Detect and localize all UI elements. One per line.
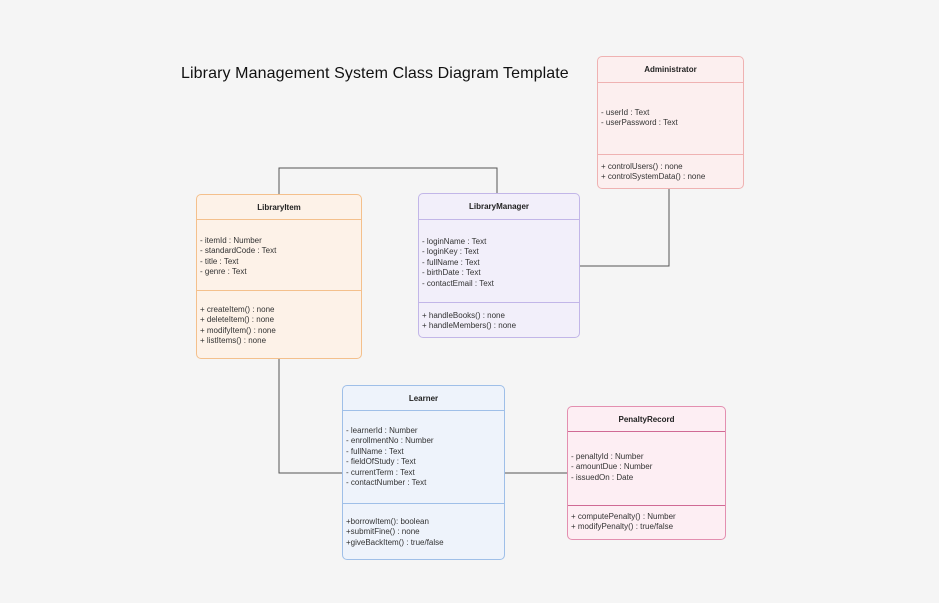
attribute: - penaltyId : Number <box>571 452 644 461</box>
method-list: + controlUsers() : none + controlSystemD… <box>598 155 743 183</box>
method: + deleteItem() : none <box>200 315 275 325</box>
divider <box>419 302 579 303</box>
class-name: Administrator <box>644 65 697 74</box>
class-name: PenaltyRecord <box>618 414 675 424</box>
method-list: + computePenalty() : Number + modifyPena… <box>568 506 725 533</box>
attribute: - fullName : Text <box>422 257 480 267</box>
attribute-list: - loginName : Text - loginKey : Text - f… <box>419 220 579 302</box>
divider <box>568 431 725 432</box>
attribute: - title : Text <box>200 256 239 266</box>
class-name: LibraryItem <box>257 202 301 212</box>
method: + createItem() : none <box>200 305 275 314</box>
divider <box>598 154 743 155</box>
method-list: + createItem() : none + deleteItem() : n… <box>197 291 361 347</box>
method: +borrowItem(): boolean <box>346 517 429 526</box>
connector-libraryitem-learner <box>278 359 342 474</box>
attribute: - genre : Text <box>200 267 247 277</box>
attribute: - contactEmail : Text <box>422 278 494 288</box>
class-box-penaltyrecord[interactable]: PenaltyRecord - penaltyId : Number - amo… <box>567 406 726 540</box>
attribute-list: - learnerId : Number - enrollmentNo : Nu… <box>343 411 504 503</box>
attribute: - userId : Text <box>601 108 650 117</box>
connector-libraryitem-librarymanager <box>278 167 498 194</box>
method-list: + handleBooks() : none + handleMembers()… <box>419 303 579 332</box>
attribute: - birthDate : Text <box>422 268 481 278</box>
class-box-administrator[interactable]: Administrator - userId : Text - userPass… <box>597 56 744 189</box>
class-name: Learner <box>408 393 439 403</box>
attribute: - contactNumber : Text <box>346 478 427 488</box>
method: + handleBooks() : none <box>422 311 505 320</box>
attribute-list: - itemId : Number - standardCode : Text … <box>197 220 361 290</box>
attribute: - amountDue : Number <box>571 462 653 472</box>
class-box-learner[interactable]: Learner - learnerId : Number - enrollmen… <box>342 385 505 560</box>
connector-librarymanager-administrator <box>580 189 670 267</box>
divider <box>598 82 743 83</box>
method: + controlSystemData() : none <box>601 172 706 182</box>
attribute: - currentTerm : Text <box>346 467 415 477</box>
method: +submitFine() : none <box>346 527 420 537</box>
attribute-list: - penaltyId : Number - amountDue : Numbe… <box>568 432 725 505</box>
divider <box>419 219 579 220</box>
attribute: - fieldOfStudy : Text <box>346 457 416 467</box>
method: + computePenalty() : Number <box>571 512 676 521</box>
divider <box>197 219 361 220</box>
class-box-libraryitem[interactable]: LibraryItem - itemId : Number - standard… <box>196 194 362 359</box>
attribute-list: - userId : Text - userPassword : Text <box>598 83 743 154</box>
method: + controlUsers() : none <box>601 162 683 171</box>
class-box-librarymanager[interactable]: LibraryManager - loginName : Text - logi… <box>418 193 580 338</box>
divider <box>197 290 361 291</box>
attribute: - issuedOn : Date <box>571 472 634 482</box>
divider <box>343 410 504 411</box>
method: + modifyPenalty() : true/false <box>571 522 674 532</box>
attribute: - loginKey : Text <box>422 247 479 257</box>
attribute: - enrollmentNo : Number <box>346 436 434 446</box>
attribute: - itemId : Number <box>200 236 262 245</box>
diagram-title: Library Management System Class Diagram … <box>181 65 569 82</box>
class-name: LibraryManager <box>468 202 530 211</box>
attribute: - fullName : Text <box>346 446 404 456</box>
method-list: +borrowItem(): boolean +submitFine() : n… <box>343 504 504 548</box>
method: + modifyItem() : none <box>200 325 276 335</box>
method: +giveBackItem() : true/false <box>346 537 444 547</box>
attribute: - userPassword : Text <box>601 118 678 128</box>
divider <box>343 503 504 504</box>
divider <box>568 505 725 506</box>
method: + handleMembers() : none <box>422 321 517 331</box>
attribute: - learnerId : Number <box>346 426 418 435</box>
attribute: - loginName : Text <box>422 237 487 246</box>
attribute: - standardCode : Text <box>200 246 277 256</box>
method: + listItems() : none <box>200 336 267 346</box>
